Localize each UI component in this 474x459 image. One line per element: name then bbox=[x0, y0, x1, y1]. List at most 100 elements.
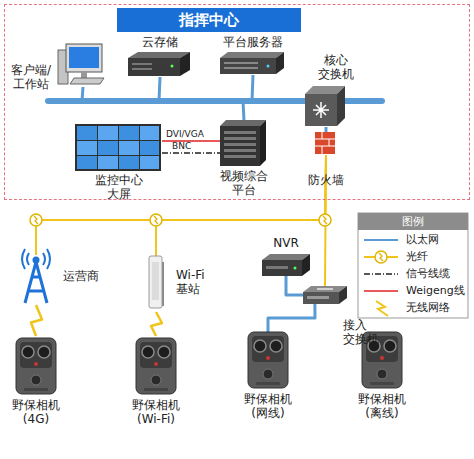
video-wall-icon bbox=[119, 156, 139, 169]
video-wall-icon bbox=[140, 126, 159, 140]
server-node: 平台服务器 bbox=[221, 53, 285, 75]
legend-label: 无线网络 bbox=[406, 300, 468, 316]
ethernet-connector bbox=[268, 304, 315, 332]
workstation-icon bbox=[70, 78, 104, 84]
legend-samples bbox=[364, 273, 398, 275]
cloud-storage-icon bbox=[132, 68, 152, 70]
legend-label: 光纤 bbox=[406, 249, 468, 265]
server-icon bbox=[276, 52, 284, 74]
legend-samples bbox=[376, 301, 388, 316]
nvr-node: NVR bbox=[262, 254, 310, 276]
node-label: 野保相机 (Wi-Fi) bbox=[121, 398, 191, 426]
legend-label: 以太网 bbox=[406, 232, 468, 248]
carrier-tower-icon bbox=[33, 257, 40, 264]
legend-samples bbox=[364, 239, 398, 241]
cloud-storage-node: 云存储 bbox=[129, 53, 191, 77]
wifi-base-station-icon bbox=[149, 256, 162, 308]
video-platform-icon bbox=[224, 155, 256, 158]
title-band: 指挥中心 bbox=[117, 8, 301, 32]
carrier-tower-icon bbox=[25, 262, 47, 303]
fiber-symbols bbox=[319, 214, 331, 226]
node-label: 运营商 bbox=[63, 269, 113, 283]
access-switch-icon bbox=[307, 296, 329, 299]
ethernet-connector bbox=[159, 77, 306, 102]
firewall-icon bbox=[315, 132, 335, 154]
nvr-icon bbox=[266, 266, 288, 269]
fiber-symbols bbox=[30, 214, 331, 226]
workstation-node: 客户端/ 工作站 bbox=[59, 43, 107, 87]
server-icon bbox=[267, 65, 270, 68]
video-wall-icon bbox=[140, 141, 159, 155]
wireless-connector bbox=[151, 312, 162, 336]
edge-label: BNC bbox=[172, 141, 191, 151]
node-label: 接入 交换机 bbox=[343, 318, 387, 346]
video-platform-icon bbox=[224, 143, 256, 146]
carrier-tower-icon bbox=[22, 249, 50, 269]
camera-icons bbox=[136, 338, 176, 394]
cloud-storage-icon bbox=[171, 65, 174, 68]
ethernet-connector bbox=[252, 75, 306, 102]
firewall-node: 防火墙 bbox=[316, 133, 336, 155]
camera-node: 野保相机 (4G) bbox=[16, 338, 56, 394]
camera-node: 野保相机 (离线) bbox=[362, 332, 402, 388]
fiber-symbols bbox=[150, 214, 162, 226]
video-wall-icon bbox=[77, 126, 97, 140]
legend-frame bbox=[358, 213, 468, 318]
wifi-base-node: Wi-Fi 基站 bbox=[146, 256, 166, 310]
node-label: 平台服务器 bbox=[213, 35, 293, 49]
video-wall-icon bbox=[98, 141, 118, 155]
video-wall-icon bbox=[77, 141, 97, 155]
video-platform-icon bbox=[224, 137, 256, 140]
signal-cable-connector bbox=[162, 152, 221, 154]
legend-title: 图例 bbox=[358, 213, 468, 230]
access-switch-icon bbox=[303, 292, 339, 304]
cloud-storage-icon bbox=[128, 52, 190, 76]
ethernet-connector bbox=[243, 101, 306, 121]
video-wall-icon bbox=[75, 124, 161, 171]
fiber-symbols bbox=[30, 214, 42, 226]
video-wall-icon bbox=[119, 141, 139, 155]
wireless-connector bbox=[31, 305, 42, 336]
core-switch-icon bbox=[305, 94, 337, 126]
node-label: 云存储 bbox=[125, 35, 195, 49]
edge-label: DVI/VGA bbox=[166, 129, 204, 139]
legend-frame bbox=[358, 213, 468, 230]
video-platform-icon bbox=[260, 120, 266, 166]
video-wall-icon bbox=[140, 156, 159, 169]
server-icon bbox=[220, 52, 284, 58]
video-platform-node: 视频综合 平台 bbox=[221, 121, 267, 167]
access-switch-icon bbox=[303, 286, 347, 304]
video-platform-icon bbox=[220, 120, 266, 166]
wifi-base-station-icon bbox=[149, 256, 164, 308]
legend-samples bbox=[364, 240, 398, 316]
legend-samples bbox=[375, 251, 387, 263]
core-switch-icon bbox=[305, 86, 345, 126]
nvr-icon bbox=[262, 254, 310, 260]
server-icon bbox=[220, 58, 276, 74]
node-label: NVR bbox=[262, 236, 310, 250]
camera-icons bbox=[248, 332, 288, 388]
video-wall-node: 监控中心 大屏 bbox=[76, 125, 162, 171]
video-platform-icon bbox=[224, 149, 256, 152]
firewall-icon bbox=[315, 132, 335, 154]
legend-samples bbox=[364, 290, 398, 292]
legend-label: 信号线缆 bbox=[406, 266, 468, 282]
cloud-storage-icon bbox=[128, 52, 190, 58]
video-platform-icon bbox=[220, 120, 266, 126]
nvr-icon bbox=[262, 254, 310, 276]
node-label: 野保相机 (网线) bbox=[233, 392, 303, 420]
ethernet-connector bbox=[286, 276, 303, 295]
video-wall-icon bbox=[98, 156, 118, 169]
workstation-icon bbox=[69, 47, 99, 68]
node-label: 客户端/ 工作站 bbox=[5, 63, 57, 91]
server-icon bbox=[224, 62, 258, 64]
legend-frame bbox=[358, 213, 468, 318]
nvr-icon bbox=[262, 260, 302, 276]
access-switch-node: 接入 交换机 bbox=[303, 286, 347, 304]
workstation-icon bbox=[81, 72, 87, 78]
command-center-zone: 指挥中心客户端/ 工作站云存储平台服务器核心 交换机监控中心 大屏视频综合 平台… bbox=[4, 4, 470, 200]
access-switch-icon bbox=[339, 286, 347, 304]
